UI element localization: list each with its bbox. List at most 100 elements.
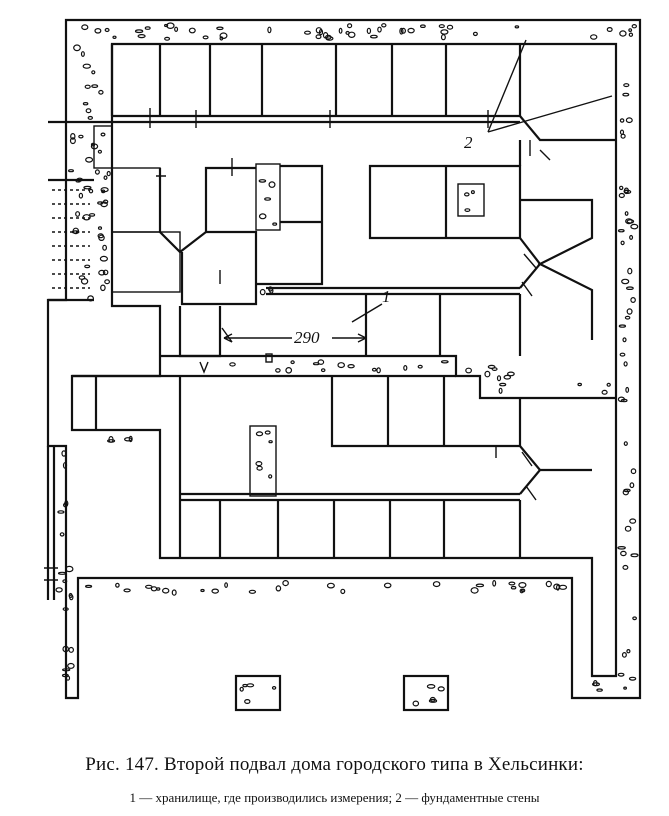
rubble-stone xyxy=(629,518,637,524)
rubble-stone xyxy=(622,337,627,343)
rubble-stone xyxy=(499,382,507,387)
rubble-stone xyxy=(97,201,104,205)
rubble-stone xyxy=(102,199,109,204)
rubble-stone xyxy=(98,89,104,95)
caption-legend: 1 — хранилище, где производились измерен… xyxy=(129,790,540,805)
rubble-stone xyxy=(63,502,68,508)
rubble-stone xyxy=(166,22,175,30)
rubble-stone xyxy=(464,208,471,213)
rubble-stone xyxy=(624,211,629,216)
rubble-stone xyxy=(87,295,94,302)
rubble-stone xyxy=(82,101,89,106)
floor-plan-svg: 290 1 2 xyxy=(44,18,642,712)
rubble-stone xyxy=(366,27,372,35)
rubble-stone xyxy=(137,33,146,39)
door-ticks xyxy=(149,108,551,501)
rubble-stone xyxy=(224,582,229,588)
rubble-stone xyxy=(248,589,257,594)
rubble-stone xyxy=(326,582,335,589)
rubble-stone xyxy=(216,26,224,31)
rubble-stone xyxy=(61,673,69,678)
rubble-stone xyxy=(161,587,170,594)
rubble-stone xyxy=(518,581,527,588)
rubble-stone xyxy=(94,169,100,175)
rubble-stone xyxy=(446,24,454,30)
rubble-stone xyxy=(592,679,598,687)
rubble-stone xyxy=(97,226,103,230)
rubble-stone xyxy=(621,652,627,658)
rubble-stone xyxy=(81,24,89,31)
rubble-stone xyxy=(420,24,426,29)
rubble-stone xyxy=(426,684,436,689)
rubble-stone xyxy=(258,213,267,220)
rubble-stone xyxy=(347,364,355,369)
rubble-stone xyxy=(623,189,629,194)
rubble-stone xyxy=(188,27,196,34)
rubble-stone xyxy=(76,177,84,182)
rubble-stone xyxy=(428,698,438,703)
rubble-stone xyxy=(630,297,636,304)
rubble-stone xyxy=(470,587,479,594)
rubble-stone xyxy=(315,34,322,40)
rubble-stone xyxy=(106,439,116,443)
rubble-stone xyxy=(256,465,263,471)
rubble-stone xyxy=(417,364,423,369)
rubble-stone xyxy=(465,367,473,374)
rubble-stone xyxy=(100,132,106,137)
rubble-stone xyxy=(475,583,485,588)
rubble-stone xyxy=(145,584,153,589)
rubble-stone xyxy=(78,192,84,199)
rubble-stone xyxy=(626,286,634,291)
rubble-stone xyxy=(371,367,377,372)
rubble-stone xyxy=(407,27,415,34)
rubble-stone xyxy=(399,27,404,35)
rubble-stone xyxy=(577,382,583,387)
rubble-stone xyxy=(625,218,633,225)
rubble-stone xyxy=(80,51,85,57)
lower-rooms xyxy=(72,374,592,558)
rubble-stone xyxy=(338,27,343,34)
rubble-stone xyxy=(171,589,177,596)
rubble-stone xyxy=(628,32,634,37)
rubble-stone xyxy=(632,616,637,621)
rubble-stone xyxy=(472,31,478,37)
rubble-stone xyxy=(623,686,627,690)
rubble-stone xyxy=(484,370,491,378)
floor-plan-drawing: 290 1 2 xyxy=(44,18,642,712)
rubble-stone xyxy=(258,179,267,183)
rubble-stone xyxy=(267,26,272,34)
rubble-stone xyxy=(62,462,68,469)
rubble-stone xyxy=(75,211,81,217)
rubble-stone xyxy=(498,387,503,394)
rubble-stone xyxy=(106,170,111,177)
rubble-stone xyxy=(271,686,277,690)
rubble-stone xyxy=(377,26,382,33)
rubble-stone xyxy=(124,437,133,442)
rubble-stone xyxy=(264,430,271,435)
rubble-stone xyxy=(606,382,611,387)
dimension-290: 290 xyxy=(223,328,367,347)
transverse-foundation-wall xyxy=(160,354,616,400)
rubble-stone xyxy=(259,288,266,296)
rubble-stone xyxy=(627,267,633,275)
rubble-stone xyxy=(620,240,625,246)
rubble-stone xyxy=(211,588,220,594)
middle-rooms xyxy=(111,140,594,358)
rubble-stone xyxy=(85,108,92,114)
rubble-stone xyxy=(510,585,517,590)
rubble-stone xyxy=(629,482,635,489)
rubble-stone xyxy=(491,367,498,372)
rubble-stone xyxy=(619,185,624,191)
rubble-stone xyxy=(630,553,639,558)
rubble-stone xyxy=(69,594,74,601)
rubble-stone xyxy=(440,34,446,41)
rubble-stone xyxy=(347,23,353,29)
rubble-stone xyxy=(84,84,91,90)
rubble-stone xyxy=(65,565,74,573)
rubble-stone xyxy=(507,371,515,377)
rubble-stone xyxy=(123,588,131,593)
rubble-stone xyxy=(268,474,273,479)
rubble-stone xyxy=(100,284,106,292)
rubble-stone xyxy=(70,132,76,140)
rubble-stone xyxy=(503,374,512,380)
